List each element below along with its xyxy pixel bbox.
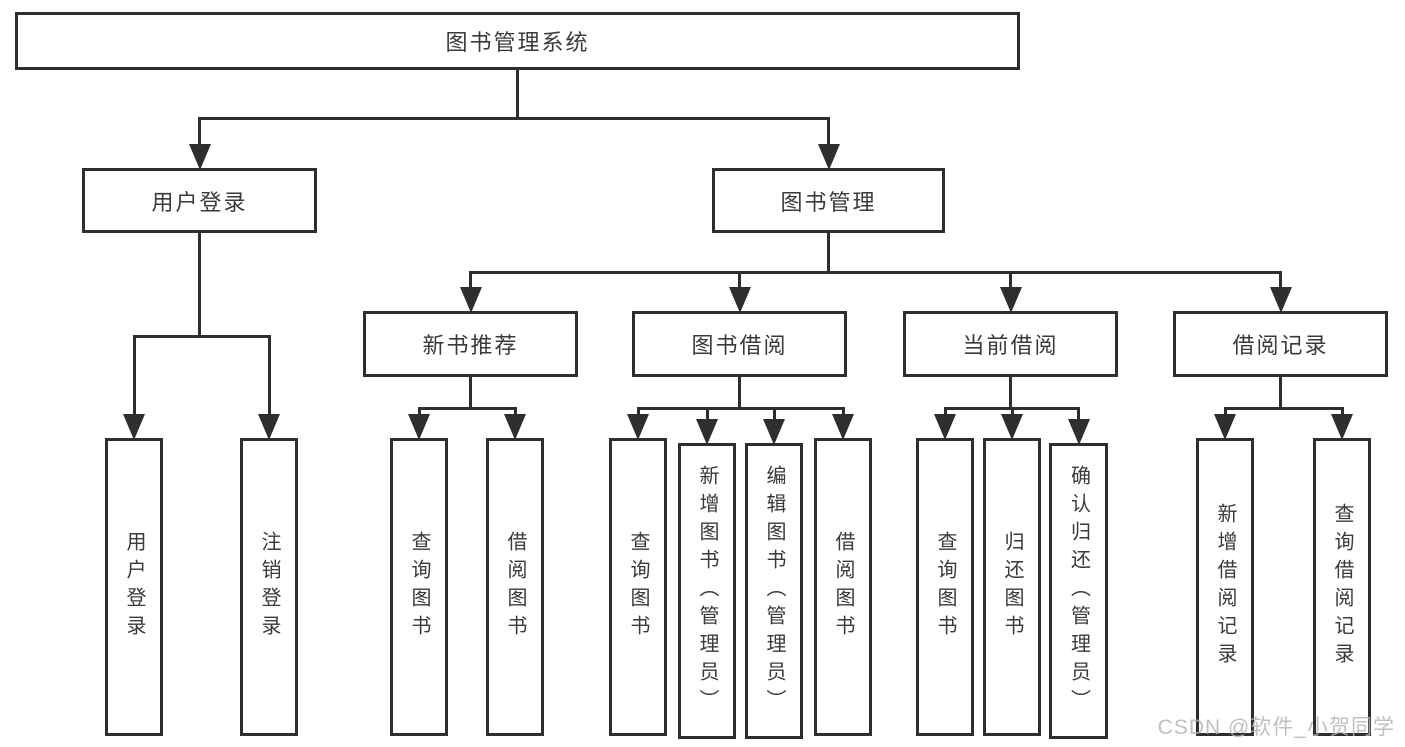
- node-label-bookmgmt: 图书管理: [780, 189, 877, 215]
- arrow-down-icon: [817, 144, 840, 170]
- diagram-node-bookmgmt: 图书管理: [712, 168, 945, 233]
- connector-line: [469, 377, 472, 408]
- arrow-down-icon: [258, 414, 280, 440]
- connector-line: [1010, 408, 1014, 416]
- node-label-login: 用户登录: [151, 189, 248, 215]
- connector-line: [1279, 272, 1282, 289]
- connector-line: [1223, 408, 1227, 416]
- arrow-down-icon: [999, 287, 1022, 313]
- diagram-node-root: 图书管理系统: [15, 12, 1020, 70]
- connector-line: [1077, 408, 1080, 421]
- arrow-down-icon: [408, 414, 430, 440]
- connector-line: [841, 408, 845, 416]
- diagram-node-login-user: 用户登录: [105, 438, 163, 736]
- connector-line: [1009, 377, 1012, 408]
- node-label-cur-query: 查询图书: [934, 531, 956, 643]
- arrow-down-icon: [1067, 419, 1090, 445]
- connector-line: [1223, 406, 1344, 410]
- connector-line: [1279, 377, 1282, 408]
- connector-line: [772, 408, 776, 421]
- diagram-node-login-out: 注销登录: [240, 438, 298, 736]
- arrow-down-icon: [728, 287, 751, 313]
- node-label-nb-borrow: 借阅图书: [504, 531, 526, 643]
- diagram-node-rec-add: 新增借阅记录: [1196, 438, 1254, 736]
- node-label-login-out: 注销登录: [258, 531, 280, 643]
- node-label-cur-confirm: 确认归还（管理员）: [1067, 465, 1090, 717]
- node-label-bw-edit: 编辑图书（管理员）: [763, 465, 785, 717]
- connector-line: [636, 408, 640, 416]
- arrow-down-icon: [1214, 414, 1236, 440]
- diagram-node-cur-query: 查询图书: [916, 438, 974, 736]
- connector-line: [198, 118, 201, 146]
- diagram-node-cur-confirm: 确认归还（管理员）: [1049, 443, 1108, 739]
- arrow-down-icon: [627, 414, 649, 440]
- arrow-down-icon: [1331, 414, 1353, 440]
- diagram-node-rec-query: 查询借阅记录: [1313, 438, 1371, 736]
- arrow-down-icon: [832, 414, 854, 440]
- node-label-bw-borrow: 借阅图书: [832, 531, 854, 643]
- arrow-down-icon: [123, 414, 145, 440]
- diagram-node-records: 借阅记录: [1173, 311, 1388, 377]
- diagram-node-bw-borrow: 借阅图书: [814, 438, 872, 736]
- node-label-newbook: 新书推荐: [422, 333, 519, 358]
- node-label-cur-return: 归还图书: [1001, 531, 1023, 643]
- connector-line: [943, 408, 947, 416]
- arrow-down-icon: [459, 287, 482, 313]
- diagram-node-cur-return: 归还图书: [983, 438, 1041, 736]
- arrow-down-icon: [763, 419, 785, 445]
- connector-line: [469, 270, 1282, 274]
- diagram-node-newbook: 新书推荐: [363, 311, 578, 377]
- arrow-down-icon: [504, 414, 526, 440]
- diagram-node-nb-query: 查询图书: [390, 438, 448, 736]
- connector-line: [417, 408, 421, 416]
- node-label-records: 借阅记录: [1232, 333, 1329, 358]
- node-label-nb-query: 查询图书: [408, 531, 430, 643]
- connector-line: [198, 116, 830, 120]
- diagram-node-bw-edit: 编辑图书（管理员）: [745, 443, 803, 739]
- arrow-down-icon: [696, 419, 718, 445]
- arrow-down-icon: [188, 144, 211, 170]
- node-label-current: 当前借阅: [962, 333, 1059, 358]
- node-label-rec-query: 查询借阅记录: [1331, 503, 1353, 671]
- connector-line: [516, 70, 519, 118]
- diagram-node-bw-add: 新增图书（管理员）: [678, 443, 736, 739]
- arrow-down-icon: [934, 414, 956, 440]
- node-label-root: 图书管理系统: [445, 30, 590, 55]
- diagram-node-login: 用户登录: [82, 168, 317, 233]
- arrow-down-icon: [1269, 287, 1292, 313]
- diagram-node-nb-borrow: 借阅图书: [486, 438, 544, 736]
- connector-line: [1340, 408, 1344, 416]
- connector-line: [827, 233, 830, 272]
- connector-line: [417, 406, 517, 410]
- connector-line: [132, 336, 136, 416]
- node-label-login-user: 用户登录: [123, 531, 145, 643]
- connector-line: [469, 272, 472, 289]
- connector-line: [738, 377, 741, 408]
- diagram-node-borrow: 图书借阅: [632, 311, 847, 377]
- connector-line: [267, 336, 271, 416]
- connector-line: [513, 408, 517, 416]
- diagram-node-current: 当前借阅: [903, 311, 1118, 377]
- connector-line: [738, 272, 741, 289]
- connector-line: [636, 406, 845, 410]
- node-label-bw-query: 查询图书: [627, 531, 649, 643]
- connector-line: [705, 408, 709, 421]
- node-label-bw-add: 新增图书（管理员）: [696, 465, 718, 717]
- arrow-down-icon: [1001, 414, 1023, 440]
- node-label-borrow: 图书借阅: [691, 333, 788, 358]
- node-label-rec-add: 新增借阅记录: [1214, 503, 1236, 671]
- connector-line: [1009, 272, 1012, 289]
- connector-line: [827, 118, 830, 146]
- diagram-node-bw-query: 查询图书: [609, 438, 667, 736]
- connector-line: [198, 233, 201, 336]
- connector-line: [132, 334, 271, 338]
